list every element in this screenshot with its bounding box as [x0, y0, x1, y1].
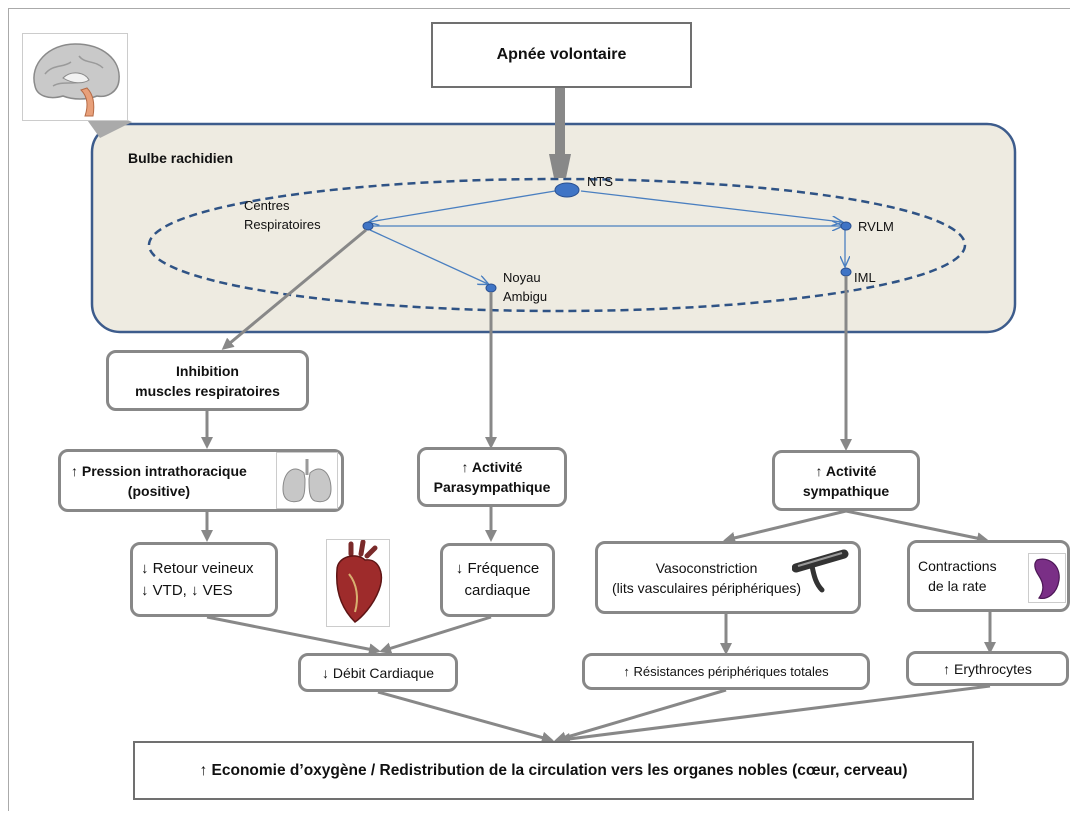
- parasymp-box: ↑ Activité Parasympathique: [417, 447, 567, 507]
- nts-label: NTS: [587, 174, 613, 189]
- vessel-picture: [791, 544, 854, 596]
- bulbe-region: [90, 122, 1017, 334]
- parasymp-label: ↑ Activité Parasympathique: [433, 459, 551, 495]
- nts-node: [554, 182, 580, 198]
- debit-label: ↓ Débit Cardiaque: [321, 664, 435, 681]
- bulbe-label: Bulbe rachidien: [128, 150, 234, 166]
- apnee-box: Apnée volontaire: [431, 22, 692, 88]
- lungs-icon: [282, 459, 332, 503]
- rvlm-node: [840, 221, 852, 231]
- erythro-label: ↑ Erythrocytes: [943, 660, 1032, 677]
- rvlm-label: RVLM: [858, 219, 894, 234]
- apnee-to-nts-arrowhead: [549, 154, 571, 178]
- lungs-picture: [276, 452, 338, 509]
- inhibition-box: Inhibition muscles respiratoires: [106, 350, 309, 411]
- medulla-ellipse: [147, 177, 967, 313]
- heart-picture: [326, 539, 390, 627]
- centres-label: Centres Respiratoires: [244, 198, 321, 232]
- spleen-icon: [1034, 558, 1060, 599]
- erythro-box: ↑ Erythrocytes: [906, 651, 1069, 686]
- spleen-picture: [1028, 553, 1066, 603]
- retour-box: ↓ Retour veineux ↓ VTD, ↓ VES: [130, 542, 278, 617]
- heart-icon: [336, 539, 383, 623]
- symp-label: ↑ Activité sympathique: [802, 462, 890, 499]
- retour-label: ↓ Retour veineux ↓ VTD, ↓ VES: [141, 559, 254, 599]
- noyau-label: Noyau Ambigu: [503, 270, 548, 304]
- bottom-box: ↑ Economie d’oxygène / Redistribution de…: [133, 741, 974, 800]
- pression-label: ↑ Pression intrathoracique (positive): [71, 462, 247, 499]
- resistances-label: ↑ Résistances périphériques totales: [623, 663, 829, 679]
- frequence-box: ↓ Fréquence cardiaque: [440, 543, 555, 617]
- bottom-label: ↑ Economie d’oxygène / Redistribution de…: [199, 761, 908, 779]
- centres-node: [362, 221, 374, 231]
- apnee-label: Apnée volontaire: [496, 46, 627, 63]
- frequence-label: ↓ Fréquence cardiaque: [455, 560, 540, 599]
- debit-box: ↓ Débit Cardiaque: [298, 653, 458, 692]
- figure-frame: [8, 8, 1070, 811]
- vaso-label: Vasoconstriction (lits vasculaires périp…: [612, 559, 802, 596]
- neural-connections: [369, 190, 845, 284]
- rate-label: Contractions de la rate: [918, 558, 997, 594]
- noyau-node: [485, 283, 497, 293]
- brain-thumbnail: [22, 33, 128, 121]
- flow-arrows: [201, 228, 996, 745]
- resistances-box: ↑ Résistances périphériques totales: [582, 653, 870, 690]
- brain-icon: [33, 43, 120, 117]
- inhibition-label: Inhibition muscles respiratoires: [135, 362, 280, 399]
- iml-label: IML: [854, 270, 876, 285]
- blood-vessel-icon: [791, 549, 849, 593]
- iml-node: [840, 267, 852, 277]
- symp-box: ↑ Activité sympathique: [772, 450, 920, 511]
